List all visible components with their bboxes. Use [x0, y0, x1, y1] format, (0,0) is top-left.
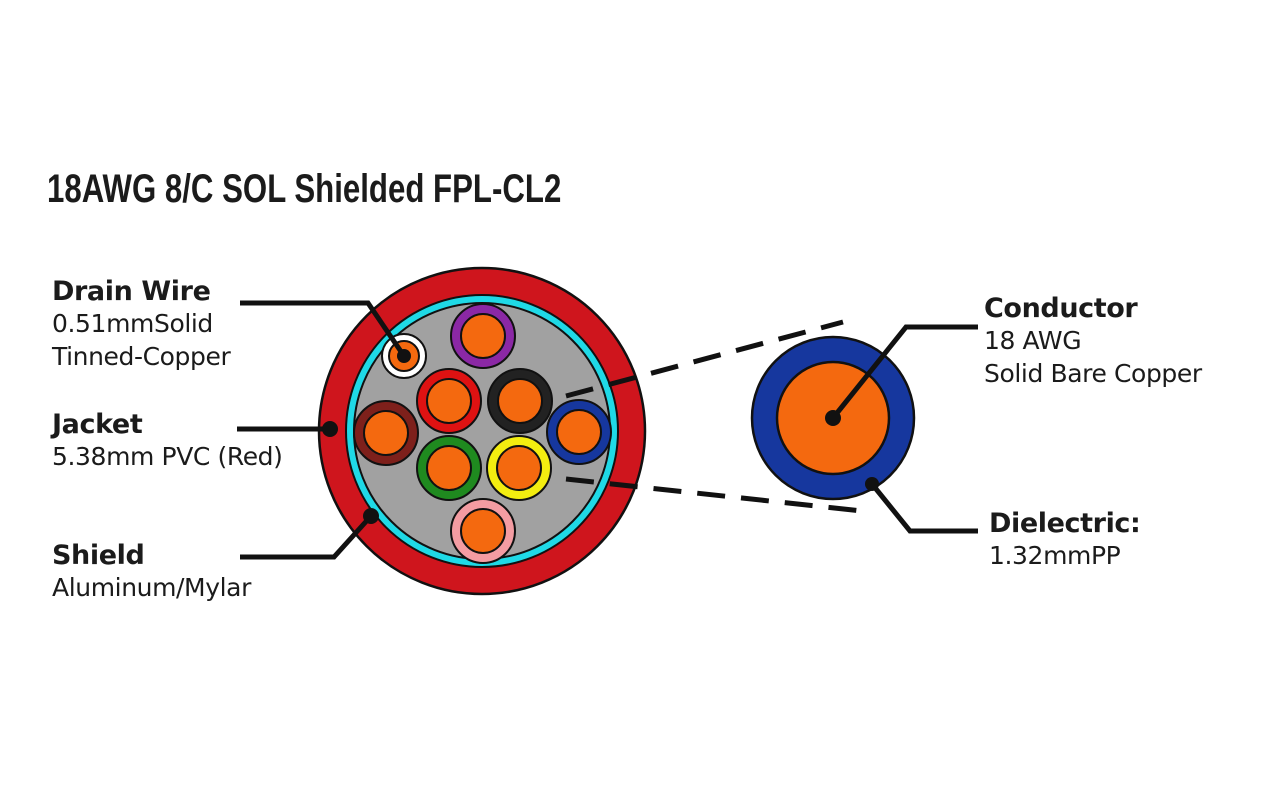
conductor-red: [416, 368, 482, 434]
cable-cross-section: [317, 266, 647, 596]
copper-core: [556, 409, 602, 455]
drain-wire-label: Drain Wire 0.51mmSolid Tinned-Copper: [52, 276, 231, 373]
conductor-purple: [450, 303, 516, 369]
drain-wire-leader-line: [240, 300, 407, 358]
copper-core: [496, 445, 542, 491]
conductor-label-heading: Conductor: [984, 293, 1138, 324]
conductor-yellow: [486, 435, 552, 501]
copper-core: [363, 410, 409, 456]
dielectric-leader-line: [870, 482, 978, 534]
copper-core: [497, 378, 543, 424]
shield-label-line1: Aluminum/Mylar: [52, 573, 251, 602]
conductor-black: [487, 368, 553, 434]
drain-wire-leader-dot: [397, 349, 411, 363]
drain-wire-label-line1: 0.51mmSolid: [52, 309, 213, 338]
conductor-label-line2: Solid Bare Copper: [984, 359, 1202, 388]
copper-core: [426, 445, 472, 491]
dielectric-label-line1: 1.32mmPP: [989, 541, 1121, 570]
copper-core: [426, 378, 472, 424]
conductor-leader-line: [831, 324, 978, 420]
projection-dash-bottom: [565, 476, 863, 514]
conductor-label: Conductor 18 AWG Solid Bare Copper: [984, 293, 1202, 390]
shield-label: Shield Aluminum/Mylar: [52, 540, 251, 604]
dielectric-leader-dot: [865, 477, 879, 491]
drain-wire-label-heading: Drain Wire: [52, 276, 211, 307]
shield-leader-dot: [363, 508, 379, 524]
page-title: 18AWG 8/C SOL Shielded FPL-CL2: [47, 167, 562, 211]
conductor-leader-dot: [825, 410, 841, 426]
copper-core: [460, 508, 506, 554]
dielectric-label: Dielectric: 1.32mmPP: [989, 508, 1141, 572]
jacket-label-heading: Jacket: [52, 409, 143, 440]
projection-dash-top: [565, 319, 844, 399]
copper-core: [460, 313, 506, 359]
conductor-label-line1: 18 AWG: [984, 326, 1082, 355]
jacket-label: Jacket 5.38mm PVC (Red): [52, 409, 283, 473]
conductor-green: [416, 435, 482, 501]
conductor-maroon: [353, 400, 419, 466]
jacket-leader-dot: [322, 421, 338, 437]
jacket-label-line1: 5.38mm PVC (Red): [52, 442, 283, 471]
shield-leader-line: [240, 514, 373, 560]
drain-wire-label-line2: Tinned-Copper: [52, 342, 231, 371]
dielectric-label-heading: Dielectric:: [989, 508, 1141, 539]
conductor-pink: [450, 498, 516, 564]
shield-label-heading: Shield: [52, 540, 145, 571]
conductor-blue: [546, 399, 612, 465]
